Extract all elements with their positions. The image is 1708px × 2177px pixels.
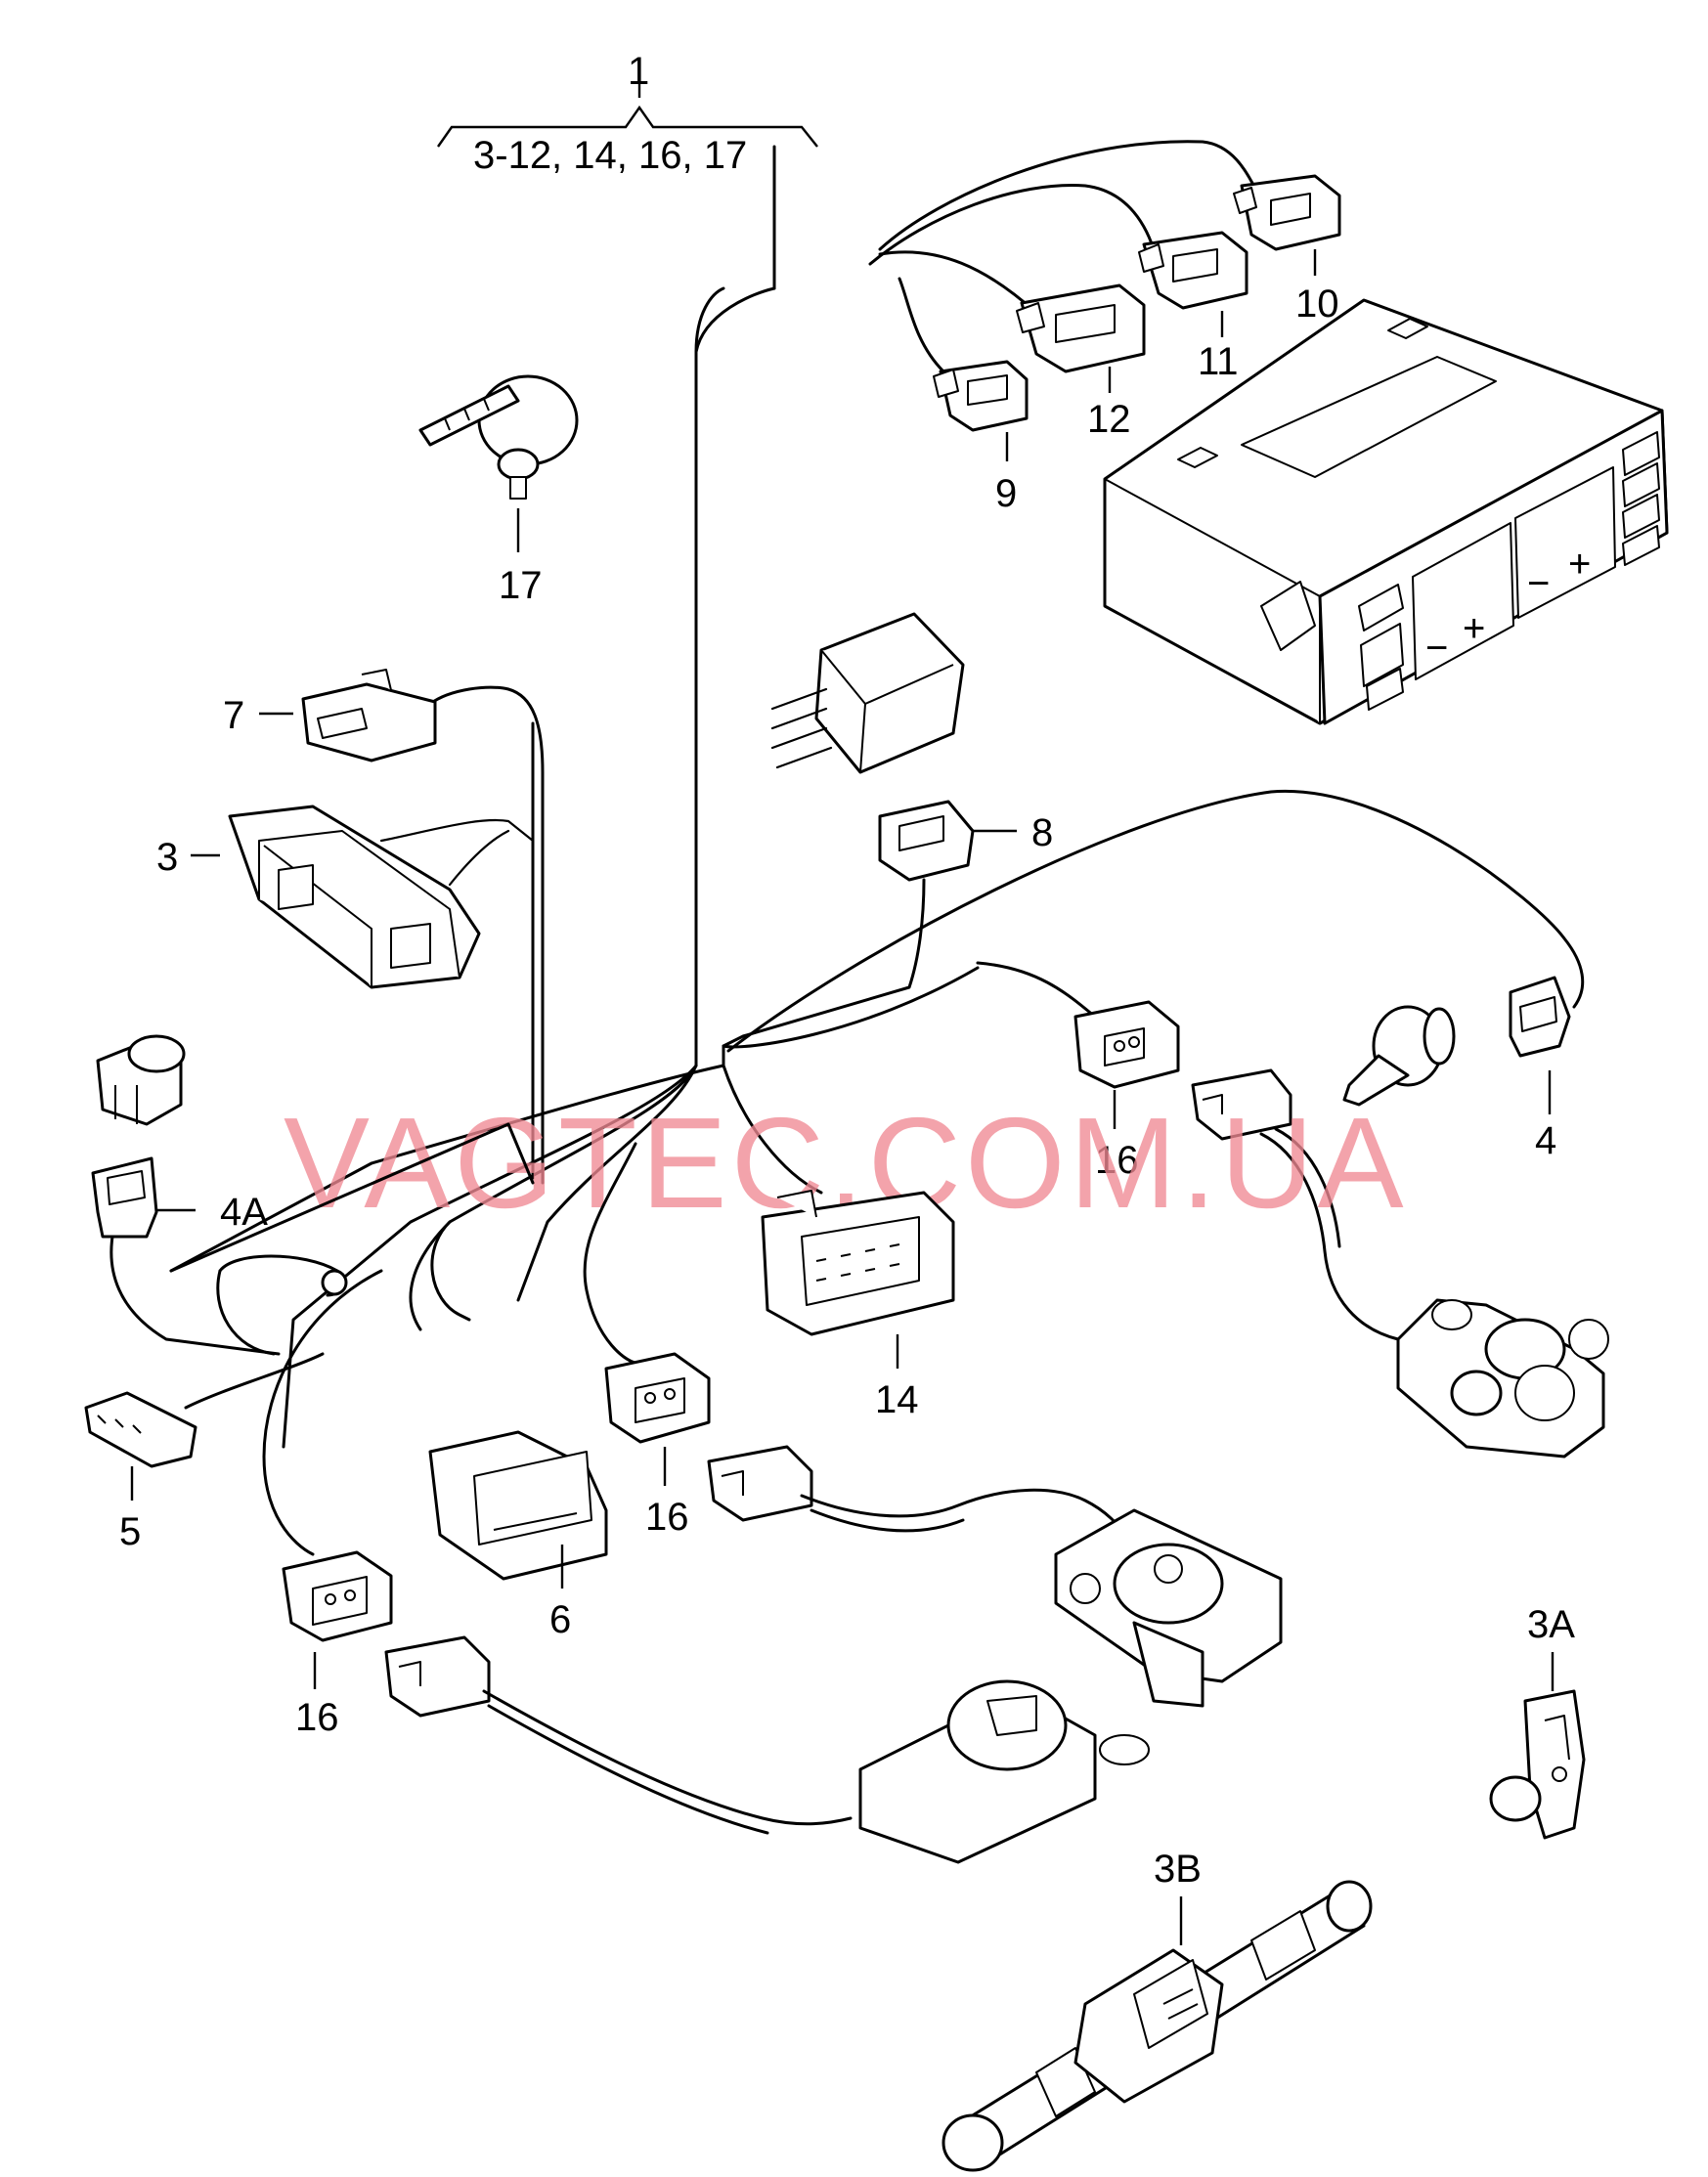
temp-sender-4 xyxy=(1342,976,1571,1107)
callout-header-number: 1 xyxy=(628,50,649,93)
callout-6: 6 xyxy=(549,1598,571,1641)
connector-8 xyxy=(722,800,975,1048)
bracket-3 xyxy=(228,805,535,989)
callout-header-range: 3-12, 14, 16, 17 xyxy=(473,134,747,177)
callout-4a: 4A xyxy=(220,1191,268,1234)
connector-5 xyxy=(84,1122,535,1468)
callout-10: 10 xyxy=(1295,283,1339,326)
callout-3b: 3B xyxy=(1154,1848,1202,1891)
clip-3a xyxy=(1489,1689,1586,1840)
panel-plus-right: + xyxy=(1568,543,1591,586)
callout-3a: 3A xyxy=(1527,1603,1575,1646)
header-bracket xyxy=(437,84,818,148)
connector-10 xyxy=(1233,174,1341,251)
servo-motor-right xyxy=(1191,1068,1609,1459)
climate-control-unit xyxy=(1103,298,1669,725)
connector-16-middle xyxy=(583,1142,711,1444)
harness-trunk xyxy=(169,145,980,1449)
callout-3: 3 xyxy=(156,836,178,879)
panel-minus-left: − xyxy=(1425,627,1448,670)
connector-16-upper xyxy=(1073,1000,1180,1089)
connector-16-lower xyxy=(262,1269,393,1642)
callout-7: 7 xyxy=(223,694,244,737)
servo-motor-lower xyxy=(384,1635,1150,1864)
callout-17: 17 xyxy=(499,564,543,607)
callout-16-lower: 16 xyxy=(295,1696,339,1739)
connector-7 xyxy=(301,669,545,1185)
connector-14 xyxy=(761,1190,955,1336)
callout-16-middle: 16 xyxy=(645,1496,689,1539)
panel-minus-right: − xyxy=(1527,562,1550,605)
connector-4a xyxy=(91,1034,348,1356)
callout-14: 14 xyxy=(875,1378,919,1421)
connector-12 xyxy=(1016,283,1146,373)
relay xyxy=(770,612,965,774)
connector-11 xyxy=(1138,231,1248,310)
panel-plus-left: + xyxy=(1463,607,1485,650)
upper-branches xyxy=(868,140,1258,373)
callout-9: 9 xyxy=(995,472,1017,515)
callout-4: 4 xyxy=(1535,1119,1556,1162)
connector-6 xyxy=(428,1220,608,1581)
cable-tie-17 xyxy=(418,374,579,500)
branch-sensor-4 xyxy=(726,789,1585,1053)
servo-motor-middle xyxy=(707,1445,1283,1708)
callout-12: 12 xyxy=(1087,398,1131,441)
callout-11: 11 xyxy=(1198,340,1239,383)
clip-3b xyxy=(942,1880,1373,2172)
callout-8: 8 xyxy=(1031,811,1053,854)
callout-5: 5 xyxy=(119,1510,141,1553)
callout-16-upper: 16 xyxy=(1095,1139,1139,1182)
connector-9 xyxy=(933,360,1029,432)
